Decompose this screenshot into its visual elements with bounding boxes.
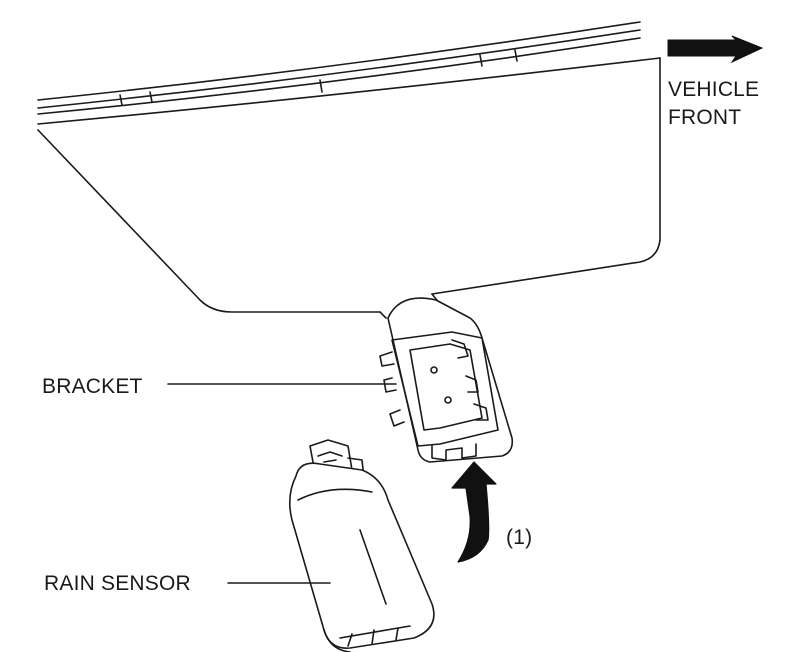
rain-sensor bbox=[288, 439, 435, 652]
vehicle-front-label-line2: FRONT bbox=[668, 106, 742, 129]
step-number-label: (1) bbox=[506, 526, 533, 549]
rain-sensor-label: RAIN SENSOR bbox=[44, 572, 191, 595]
vehicle-front-label: VEHICLE FRONT bbox=[668, 76, 759, 132]
bracket-label: BRACKET bbox=[42, 375, 143, 398]
windshield-panel bbox=[37, 21, 661, 319]
bracket bbox=[379, 297, 514, 463]
vehicle-front-label-line1: VEHICLE bbox=[668, 78, 760, 101]
install-direction-arrow bbox=[451, 461, 497, 563]
vehicle-front-arrow bbox=[667, 35, 764, 64]
